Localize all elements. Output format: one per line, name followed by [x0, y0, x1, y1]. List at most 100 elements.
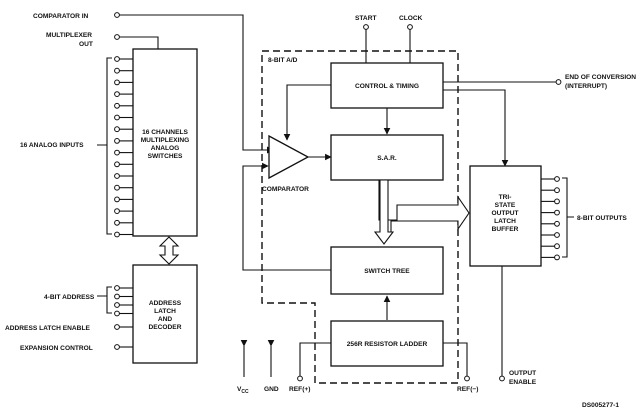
switch-tree-to-comparator-wire — [242, 162, 331, 271]
analog-input-pin — [114, 184, 120, 191]
address-line-2: LATCH — [154, 308, 176, 315]
eoc-label-2: (INTERRUPT) — [565, 83, 607, 90]
output-enable-label-2: ENABLE — [509, 379, 537, 386]
address-pins — [114, 285, 133, 317]
adc-region-label: 8-BIT A/D — [268, 57, 298, 64]
output-bit-pin — [554, 209, 560, 216]
analog-input-pins — [114, 56, 133, 238]
resistor-ladder-label: 256R RESISTOR LADDER — [347, 341, 428, 348]
control-timing-label: CONTROL & TIMING — [355, 83, 419, 90]
resistor-ladder-block — [330, 320, 444, 367]
analog-input-pin — [114, 138, 120, 144]
ref-plus-pin — [297, 375, 303, 382]
outputs-8bit-label: 8-BIT OUTPUTS — [577, 215, 627, 222]
eoc-label: END OF CONVERSION — [565, 74, 636, 81]
vcc-label: VCC — [237, 386, 249, 395]
output-enable-pin — [499, 375, 505, 382]
multiplexer-out-label-2: OUT — [79, 41, 93, 48]
output-bit-pin — [554, 243, 560, 250]
expansion-control-pin — [114, 344, 120, 350]
switch-tree-block — [330, 246, 444, 295]
eoc-pin — [555, 79, 562, 85]
output-bit-pin — [554, 220, 560, 227]
control-to-output-wire — [443, 89, 509, 167]
address-latch-enable-label: ADDRESS LATCH ENABLE — [5, 325, 90, 332]
address-line-3: AND — [158, 316, 173, 323]
output-bit-pin — [554, 254, 560, 261]
output-pins — [541, 176, 560, 261]
mux-line-4: SWITCHES — [148, 153, 183, 160]
start-pin — [363, 24, 369, 30]
address-4bit-label: 4-BIT ADDRESS — [44, 294, 95, 301]
comparator-in-wire — [119, 14, 268, 151]
control-timing-block — [330, 62, 444, 109]
analog-input-pin — [114, 91, 120, 97]
output-line-1: TRI- — [499, 194, 512, 201]
output-line-3: OUTPUT — [491, 210, 518, 217]
document-id: DS005277-1 — [582, 402, 619, 409]
comparator-in-label: COMPARATOR IN — [33, 13, 89, 20]
output-bit-pin — [554, 187, 560, 194]
multiplexer-out-label: MULTIPLEXER — [46, 32, 92, 39]
expansion-control-label: EXPANSION CONTROL — [20, 345, 93, 352]
multiplexer-out-pin — [114, 34, 120, 40]
sar-to-output-bus-arrow-icon — [378, 180, 470, 234]
ref-plus-wire — [299, 342, 331, 376]
multiplexer-out-wire — [119, 36, 159, 49]
analog-input-pin — [114, 102, 120, 109]
adc-region-outline — [261, 50, 459, 384]
output-bit-pin — [554, 198, 560, 205]
analog-input-pin — [114, 231, 120, 238]
address-bit-pin — [114, 293, 120, 300]
address-line-1: ADDRESS — [149, 300, 182, 307]
analog-input-pin — [114, 56, 120, 62]
comparator-symbol — [268, 134, 310, 180]
mux-line-2: MULTIPLEXING — [141, 137, 190, 144]
clock-pin — [407, 24, 413, 30]
analog-input-pin — [114, 208, 120, 215]
output-bit-pin — [554, 232, 560, 238]
analog-input-pin — [114, 67, 120, 74]
address-bit-pin — [114, 285, 120, 291]
analog-input-pin — [114, 173, 120, 179]
analog-input-pin — [114, 126, 120, 133]
analog-inputs-brace — [97, 57, 112, 235]
ref-minus-label: REF(−) — [457, 386, 478, 393]
switch-tree-label: SWITCH TREE — [364, 268, 410, 275]
mux-line-1: 16 CHANNELS — [142, 129, 188, 136]
address-bit-pin — [114, 302, 120, 308]
clock-label: CLOCK — [399, 15, 423, 22]
mux-line-3: ANALOG — [151, 145, 180, 152]
sar-to-switch-tree-bus-arrow-icon — [373, 179, 395, 245]
gnd-label: GND — [264, 386, 279, 393]
output-bit-pin — [554, 176, 560, 182]
output-enable-label: OUTPUT — [509, 370, 536, 377]
control-to-comparator-wire — [283, 84, 331, 141]
analog-input-pin — [114, 219, 120, 226]
ale-pin — [114, 324, 120, 330]
analog-input-pin — [114, 161, 120, 168]
analog-input-pin — [114, 149, 120, 156]
comparator-in-pin — [114, 12, 120, 18]
analog-input-pin — [114, 196, 120, 203]
output-latch-buffer-block — [469, 165, 542, 267]
sar-label: S.A.R. — [377, 155, 397, 162]
ref-plus-label: REF(+) — [289, 386, 310, 393]
outputs-brace — [562, 177, 574, 258]
analog-inputs-label: 16 ANALOG INPUTS — [20, 142, 84, 149]
output-line-2: STATE — [495, 202, 516, 209]
output-line-5: BUFFER — [492, 226, 519, 233]
address-bit-pin — [114, 310, 120, 317]
ref-minus-pin — [464, 375, 470, 382]
address-brace — [97, 286, 112, 314]
analog-input-pin — [114, 114, 120, 121]
ref-minus-wire — [443, 342, 468, 376]
analog-input-pin — [114, 79, 120, 86]
address-line-4: DECODER — [149, 324, 182, 331]
start-label: START — [355, 15, 377, 22]
output-line-4: LATCH — [494, 218, 516, 225]
mux-block — [132, 48, 198, 237]
comparator-label: COMPARATOR — [262, 186, 309, 193]
mux-address-bus-arrow-icon — [158, 236, 180, 265]
